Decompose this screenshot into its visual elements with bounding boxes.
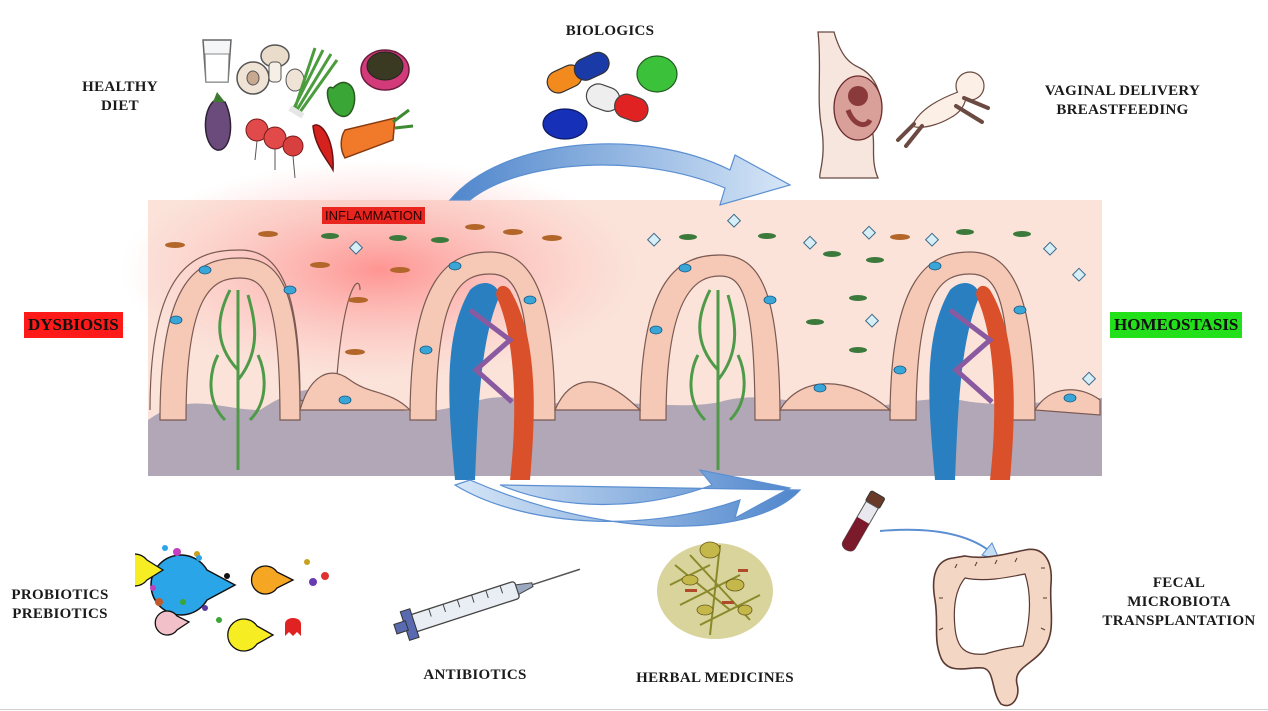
intestinal-tissue-diagram [120,143,1102,527]
homeostasis-label: HOMEOSTASIS [1110,312,1243,338]
goblet-cells [169,261,1077,405]
top-curved-arrow [448,143,792,206]
test-tube-icon [841,490,885,552]
villi [149,249,1101,421]
healthy-diet-label: HEALTHY DIET [60,78,180,116]
fecal-line-3: TRANSPLANTATION [1102,613,1256,629]
biologics-label: BIOLOGICS [565,23,655,39]
bottom-curved-arrow [453,469,802,527]
vegetables-icon [202,39,414,179]
probiotics-label: PROBIOTICS PREBIOTICS [0,586,120,624]
healthy-diet-line-2: DIET [101,98,139,114]
antibiotics-label: ANTIBIOTICS [423,667,527,683]
vaginal-delivery-line-2: BREASTFEEDING [1056,102,1189,118]
herbs-icon [657,541,773,639]
infant-icon [896,71,990,148]
capsules-icon [542,51,678,140]
probiotics-line-1: PROBIOTICS [11,587,109,603]
lacteals [209,289,746,470]
fecal-transplantation-label: FECAL MICROBIOTA TRANSPLANTATION [1090,574,1268,631]
pacman-icon [135,545,329,652]
dysbiosis-label: DYSBIOSIS [24,312,123,338]
bacteria [165,213,1097,386]
lamina-propria [148,389,1102,476]
vaginal-delivery-line-1: VAGINAL DELIVERY [1044,83,1201,99]
probiotics-line-2: PREBIOTICS [12,606,108,622]
pregnancy-icon [817,31,883,179]
blood-vessels [449,283,1014,480]
inflammation-label: INFLAMMATION [322,207,426,224]
colon-icon [932,548,1053,707]
syringe-icon [393,568,581,641]
fecal-line-1: FECAL [1152,575,1206,591]
bottom-rule [0,709,1268,710]
fecal-line-2: MICROBIOTA [1127,594,1231,610]
vaginal-delivery-label: VAGINAL DELIVERY BREASTFEEDING [1015,82,1230,120]
herbal-medicines-label: HERBAL MEDICINES [636,670,794,686]
healthy-diet-line-1: HEALTHY [82,79,158,95]
